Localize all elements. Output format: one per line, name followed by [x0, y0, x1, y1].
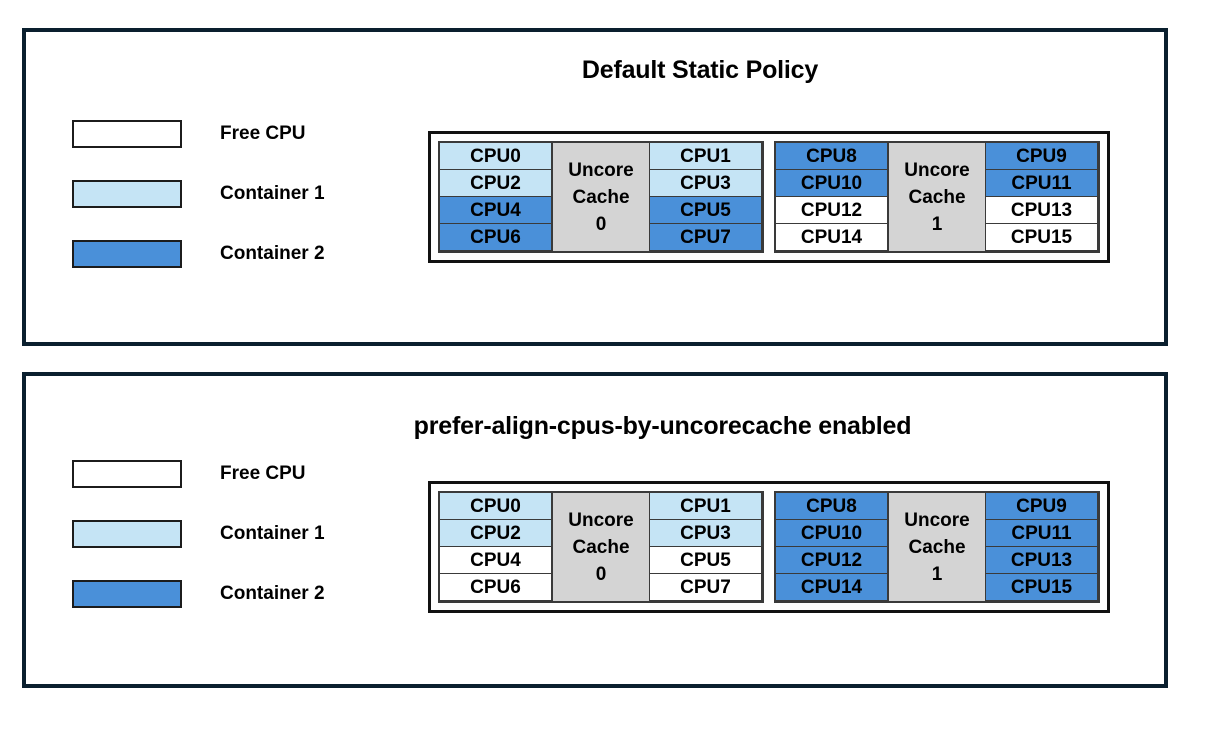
legend-item: Container 2	[50, 224, 325, 284]
uncore-cache-label-line: 0	[595, 213, 607, 235]
legend-item: Container 2	[50, 564, 325, 624]
cpu-cell-cpu3: CPU3	[649, 169, 762, 197]
uncore-cache-label-line: Uncore	[904, 159, 970, 181]
legend-label: Free CPU	[220, 463, 306, 484]
legend-item: Container 1	[50, 504, 325, 564]
uncore-cache-label-line: Uncore	[568, 159, 634, 181]
cpu-cell-cpu14: CPU14	[775, 573, 888, 601]
cpu-cell-cpu11: CPU11	[985, 519, 1098, 547]
cpu-cell-cpu6: CPU6	[439, 573, 552, 601]
legend-bottom: Free CPU Container 1 Container 2	[50, 444, 325, 624]
cpu-cell-cpu13: CPU13	[985, 196, 1098, 224]
cpu-cell-cpu12: CPU12	[775, 546, 888, 574]
uncore-cache-label-line: 0	[595, 563, 607, 585]
legend-label: Container 1	[220, 183, 325, 204]
legend-item: Free CPU	[50, 104, 325, 164]
cpu-cell-cpu5: CPU5	[649, 196, 762, 224]
uncore-cache-label-line: Cache	[908, 536, 966, 558]
cpu-cell-cpu0: CPU0	[439, 142, 552, 170]
legend-label: Container 2	[220, 583, 325, 604]
uncore-cache-label-line: 1	[931, 213, 943, 235]
cpu-cell-cpu1: CPU1	[649, 142, 762, 170]
cpu-cell-cpu6: CPU6	[439, 223, 552, 251]
legend-swatch-c2	[72, 240, 182, 268]
uncore-cache-label-line: Cache	[908, 186, 966, 208]
legend-item: Container 1	[50, 164, 325, 224]
cpu-cell-cpu9: CPU9	[985, 492, 1098, 520]
cpu-cell-cpu2: CPU2	[439, 169, 552, 197]
cpu-cell-cpu9: CPU9	[985, 142, 1098, 170]
legend-item: Free CPU	[50, 444, 325, 504]
uncore-cache-label-line: Cache	[572, 186, 630, 208]
legend-swatch-c2	[72, 580, 182, 608]
page-title-bottom: prefer-align-cpus-by-uncorecache enabled	[413, 412, 912, 440]
uncore-cache-label-line: 1	[931, 563, 943, 585]
page-title-top: Default Static Policy	[581, 56, 819, 84]
legend-swatch-free	[72, 460, 182, 488]
legend-top: Free CPU Container 1 Container 2	[50, 104, 325, 284]
cpu-cell-cpu15: CPU15	[985, 573, 1098, 601]
legend-label: Free CPU	[220, 123, 306, 144]
cpu-cell-cpu8: CPU8	[775, 492, 888, 520]
uncore-cache-label-line: Uncore	[568, 509, 634, 531]
cpu-cell-cpu7: CPU7	[649, 223, 762, 251]
cpu-cell-cpu3: CPU3	[649, 519, 762, 547]
cpu-cell-cpu13: CPU13	[985, 546, 1098, 574]
cpu-cell-cpu14: CPU14	[775, 223, 888, 251]
cpu-cell-cpu15: CPU15	[985, 223, 1098, 251]
cpu-cell-cpu11: CPU11	[985, 169, 1098, 197]
cpu-cell-cpu4: CPU4	[439, 196, 552, 224]
cpu-cell-cpu10: CPU10	[775, 169, 888, 197]
cpu-cell-cpu2: CPU2	[439, 519, 552, 547]
cpu-cell-cpu0: CPU0	[439, 492, 552, 520]
uncore-cache-label-line: Cache	[572, 536, 630, 558]
cpu-cell-cpu10: CPU10	[775, 519, 888, 547]
legend-swatch-free	[72, 120, 182, 148]
cpu-cell-cpu5: CPU5	[649, 546, 762, 574]
cpu-cell-cpu7: CPU7	[649, 573, 762, 601]
legend-label: Container 2	[220, 243, 325, 264]
cpu-cell-cpu1: CPU1	[649, 492, 762, 520]
legend-label: Container 1	[220, 523, 325, 544]
uncore-cache-label-line: Uncore	[904, 509, 970, 531]
cpu-cell-cpu4: CPU4	[439, 546, 552, 574]
cpu-cell-cpu12: CPU12	[775, 196, 888, 224]
legend-swatch-c1	[72, 520, 182, 548]
cpu-cell-cpu8: CPU8	[775, 142, 888, 170]
legend-swatch-c1	[72, 180, 182, 208]
